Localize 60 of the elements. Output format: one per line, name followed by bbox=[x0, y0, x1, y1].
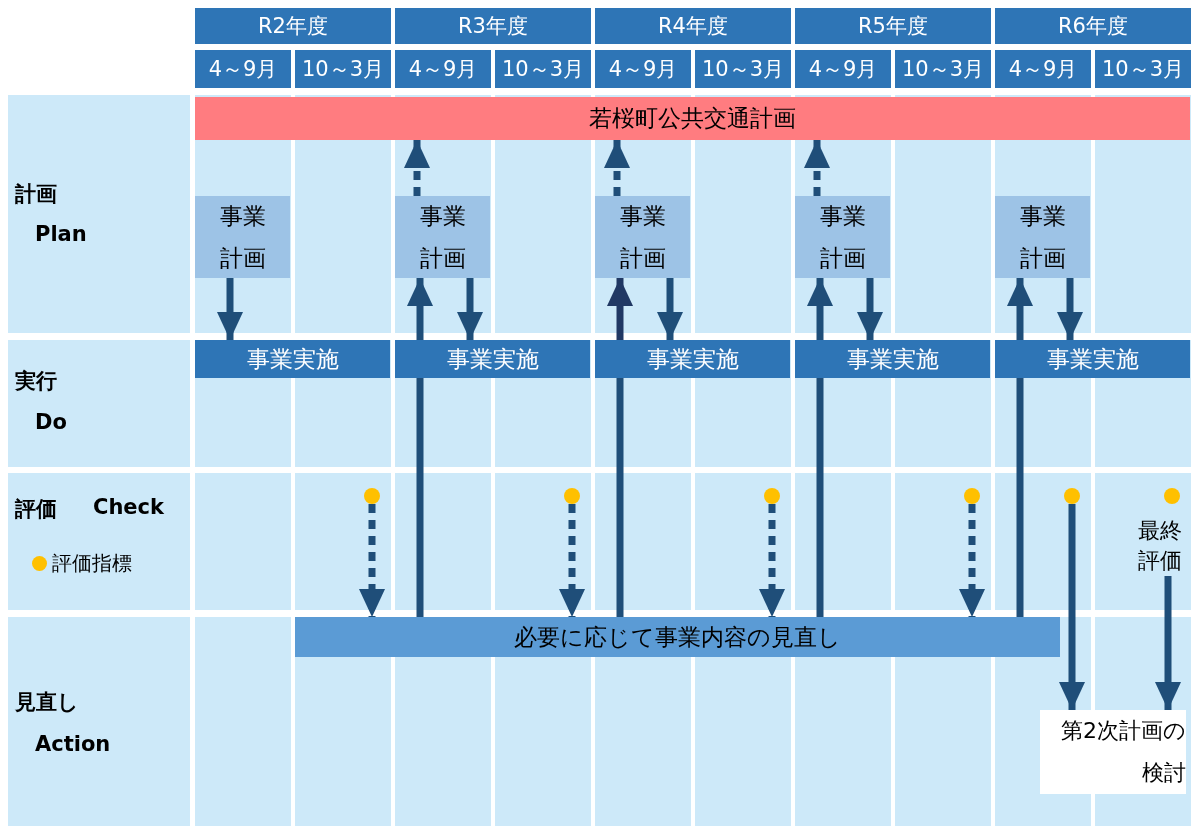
period-header: 10～3月 bbox=[695, 50, 791, 88]
period-header: 4～9月 bbox=[795, 50, 891, 88]
process-box: 事業計画 bbox=[795, 196, 890, 278]
period-header: 10～3月 bbox=[1095, 50, 1191, 88]
arrow bbox=[1155, 576, 1181, 710]
arrow bbox=[217, 278, 243, 340]
row-label: 計画 bbox=[15, 181, 57, 208]
row-label: Action bbox=[35, 732, 111, 756]
process-bar: 事業実施 bbox=[195, 340, 390, 378]
row-label: 評価 bbox=[15, 496, 57, 523]
connector-line bbox=[616, 378, 624, 617]
arrow bbox=[759, 504, 785, 617]
year-header: R4年度 bbox=[595, 8, 791, 44]
connector-line bbox=[1016, 378, 1024, 617]
period-header: 4～9月 bbox=[395, 50, 491, 88]
arrow bbox=[857, 278, 883, 340]
review-bar: 必要に応じて事業内容の見直し bbox=[295, 617, 1060, 657]
row-label: Check bbox=[93, 495, 165, 519]
year-header: R5年度 bbox=[795, 8, 991, 44]
row-label: Plan bbox=[35, 222, 87, 246]
node-text: 第2次計画の検討 bbox=[1040, 710, 1186, 794]
year-header: R6年度 bbox=[995, 8, 1191, 44]
process-bar: 事業実施 bbox=[395, 340, 590, 378]
process-bar: 事業実施 bbox=[595, 340, 790, 378]
arrow bbox=[607, 278, 633, 340]
process-bar: 事業実施 bbox=[795, 340, 990, 378]
arrow bbox=[959, 504, 985, 617]
node-text: 最終評価 bbox=[1134, 516, 1186, 576]
arrow bbox=[457, 278, 483, 340]
arrow bbox=[807, 278, 833, 340]
period-header: 4～9月 bbox=[995, 50, 1091, 88]
row-label: 実行 bbox=[15, 368, 57, 395]
connector-line bbox=[416, 378, 424, 617]
arrow bbox=[604, 140, 630, 196]
process-box: 事業計画 bbox=[995, 196, 1090, 278]
process-bar: 事業実施 bbox=[995, 340, 1190, 378]
period-header: 4～9月 bbox=[595, 50, 691, 88]
year-header: R2年度 bbox=[195, 8, 391, 44]
year-header: R3年度 bbox=[395, 8, 591, 44]
arrow bbox=[1007, 278, 1033, 340]
arrow bbox=[657, 278, 683, 340]
arrow bbox=[1059, 504, 1085, 710]
arrow bbox=[559, 504, 585, 617]
process-box: 事業計画 bbox=[195, 196, 290, 278]
period-header: 10～3月 bbox=[895, 50, 991, 88]
arrow bbox=[404, 140, 430, 196]
arrow bbox=[804, 140, 830, 196]
row-label: Do bbox=[35, 410, 67, 434]
plan-bar: 若桜町公共交通計画 bbox=[195, 97, 1190, 140]
row-label: 見直し bbox=[15, 689, 79, 716]
process-box: 事業計画 bbox=[395, 196, 490, 278]
period-header: 10～3月 bbox=[295, 50, 391, 88]
process-box: 事業計画 bbox=[595, 196, 690, 278]
legend-label: 評価指標 bbox=[52, 550, 132, 577]
arrow bbox=[359, 504, 385, 617]
period-header: 4～9月 bbox=[195, 50, 291, 88]
connector-line bbox=[816, 378, 824, 617]
period-header: 10～3月 bbox=[495, 50, 591, 88]
arrow bbox=[1057, 278, 1083, 340]
arrow bbox=[407, 278, 433, 340]
